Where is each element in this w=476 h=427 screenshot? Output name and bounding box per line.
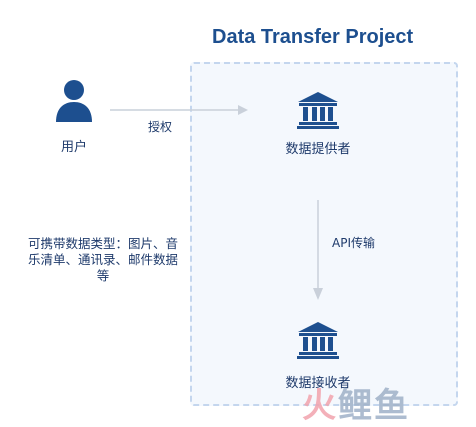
authorize-arrow [110, 105, 248, 115]
user-label: 用户 [60, 140, 87, 155]
data-types-note: 可携带数据类型：图片、音乐清单、通讯录、邮件数据等 [28, 236, 179, 283]
bank-icon-receiver [297, 322, 339, 359]
api-transfer-label: API传输 [332, 236, 375, 250]
receiver-label: 数据接收者 [285, 376, 351, 391]
bank-icon-provider [297, 92, 339, 129]
diagram-title: Data Transfer Project [212, 26, 414, 48]
user-icon [56, 80, 92, 122]
watermark-logo: 火鲤鱼 [302, 386, 410, 426]
provider-label: 数据提供者 [285, 142, 351, 157]
authorize-label: 授权 [148, 120, 173, 134]
api-transfer-arrow [313, 200, 323, 300]
